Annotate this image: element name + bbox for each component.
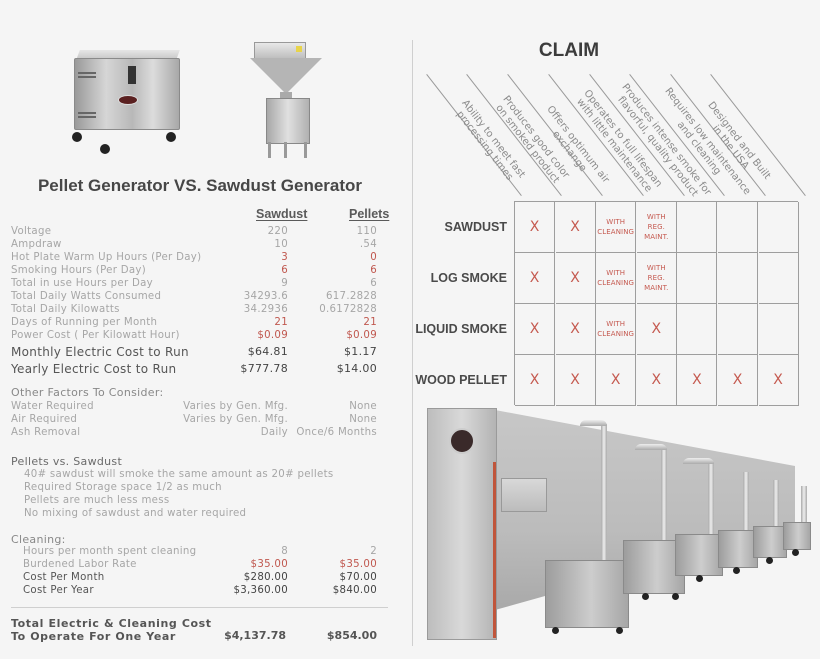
other-factors-heading: Other Factors To Consider: xyxy=(11,386,164,399)
claim-cell: X xyxy=(515,253,555,304)
x-mark: X xyxy=(570,321,580,337)
yearly-electric-cost-row: Yearly Electric Cost to Run$777.78$14.00 xyxy=(11,362,377,376)
claim-cell: WITH REG. MAINT. xyxy=(636,202,677,253)
claim-cell: X xyxy=(636,304,677,355)
pellet-generator-image xyxy=(250,40,322,160)
claim-cell: X xyxy=(718,355,758,406)
claim-cell: X xyxy=(555,253,596,304)
table-row: Cost Per Year$3,360.00$840.00 xyxy=(23,585,377,596)
x-mark: X xyxy=(570,219,580,235)
cleaning-heading: Cleaning: xyxy=(11,533,66,546)
column-header-sawdust: Sawdust xyxy=(256,207,308,221)
claim-cell: X xyxy=(515,304,555,355)
claim-title: CLAIM xyxy=(538,40,600,61)
total-label-line2: To Operate For One Year xyxy=(11,630,176,643)
list-item: 40# sawdust will smoke the same amount a… xyxy=(24,469,334,480)
claim-cell: X xyxy=(555,355,596,406)
column-header-pellets: Pellets xyxy=(349,207,390,221)
cell-note: WITH CLEANING xyxy=(597,320,635,338)
claim-grid: X X WITH CLEANING WITH REG. MAINT. X X WITH CL… xyxy=(514,201,799,406)
list-item: Required Storage space 1/2 as much xyxy=(24,482,222,493)
cell-note: WITH CLEANING xyxy=(597,218,635,236)
x-mark: X xyxy=(692,372,702,388)
table-row: Burdened Labor Rate$35.00$35.00 xyxy=(23,559,377,570)
section-divider xyxy=(11,607,388,608)
row-label-sawdust: SAWDUST xyxy=(444,220,508,234)
sawdust-generator-image xyxy=(70,40,180,158)
x-mark: X xyxy=(732,372,743,388)
claim-cell xyxy=(718,253,758,304)
table-row: Cost Per Month$280.00$70.00 xyxy=(23,572,377,583)
claim-cell: X xyxy=(677,355,718,406)
x-mark: X xyxy=(610,372,621,388)
list-item: No mixing of sawdust and water required xyxy=(24,508,247,519)
x-mark: X xyxy=(651,321,662,337)
claim-cell xyxy=(718,202,758,253)
claim-cell: X xyxy=(515,202,555,253)
claim-cell: WITH CLEANING xyxy=(596,304,637,355)
total-sawdust-value: $4,137.78 xyxy=(224,629,286,642)
claim-cell: X xyxy=(596,355,637,406)
cell-note: WITH REG. MAINT. xyxy=(644,264,669,292)
claim-cell xyxy=(758,202,799,253)
claim-cell: X xyxy=(555,304,596,355)
total-label-line1: Total Electric & Cleaning Cost xyxy=(11,617,212,630)
row-label-log-smoke: LOG SMOKE xyxy=(430,271,507,285)
total-pellets-value: $854.00 xyxy=(326,629,377,642)
row-label-wood-pellet: WOOD PELLET xyxy=(415,373,507,387)
claim-cell: X xyxy=(555,202,596,253)
comparison-title: Pellet Generator VS. Sawdust Generator xyxy=(37,176,363,195)
claim-cell xyxy=(758,304,799,355)
claim-cell: WITH CLEANING xyxy=(596,253,637,304)
pellets-vs-sawdust-heading: Pellets vs. Sawdust xyxy=(11,455,123,468)
row-label-liquid-smoke: LIQUID SMOKE xyxy=(415,322,507,336)
claim-cell xyxy=(677,253,718,304)
x-mark: X xyxy=(773,372,783,388)
panel-divider xyxy=(412,40,413,646)
claim-cell xyxy=(677,304,718,355)
cell-note: WITH CLEANING xyxy=(597,269,635,287)
cell-note: WITH REG. MAINT. xyxy=(644,213,669,241)
claim-cell: X xyxy=(758,355,799,406)
x-mark: X xyxy=(529,321,540,337)
claim-cell xyxy=(677,202,718,253)
monthly-electric-cost-row: Monthly Electric Cost to Run$64.81$1.17 xyxy=(11,345,377,359)
claim-cell: X xyxy=(636,355,677,406)
claim-cell: WITH CLEANING xyxy=(596,202,637,253)
claim-cell: WITH REG. MAINT. xyxy=(636,253,677,304)
list-item: Pellets are much less mess xyxy=(24,495,170,506)
x-mark: X xyxy=(529,372,540,388)
x-mark: X xyxy=(570,270,580,286)
claim-cell: X xyxy=(515,355,555,406)
x-mark: X xyxy=(651,372,662,388)
claim-cell xyxy=(718,304,758,355)
x-mark: X xyxy=(529,219,540,235)
table-row: Power Cost ( Per Kilowatt Hour)$0.09$0.0… xyxy=(11,330,377,341)
claim-cell xyxy=(758,253,799,304)
x-mark: X xyxy=(570,372,580,388)
x-mark: X xyxy=(529,270,540,286)
smokehouse-with-pellet-generators-image xyxy=(425,402,815,647)
